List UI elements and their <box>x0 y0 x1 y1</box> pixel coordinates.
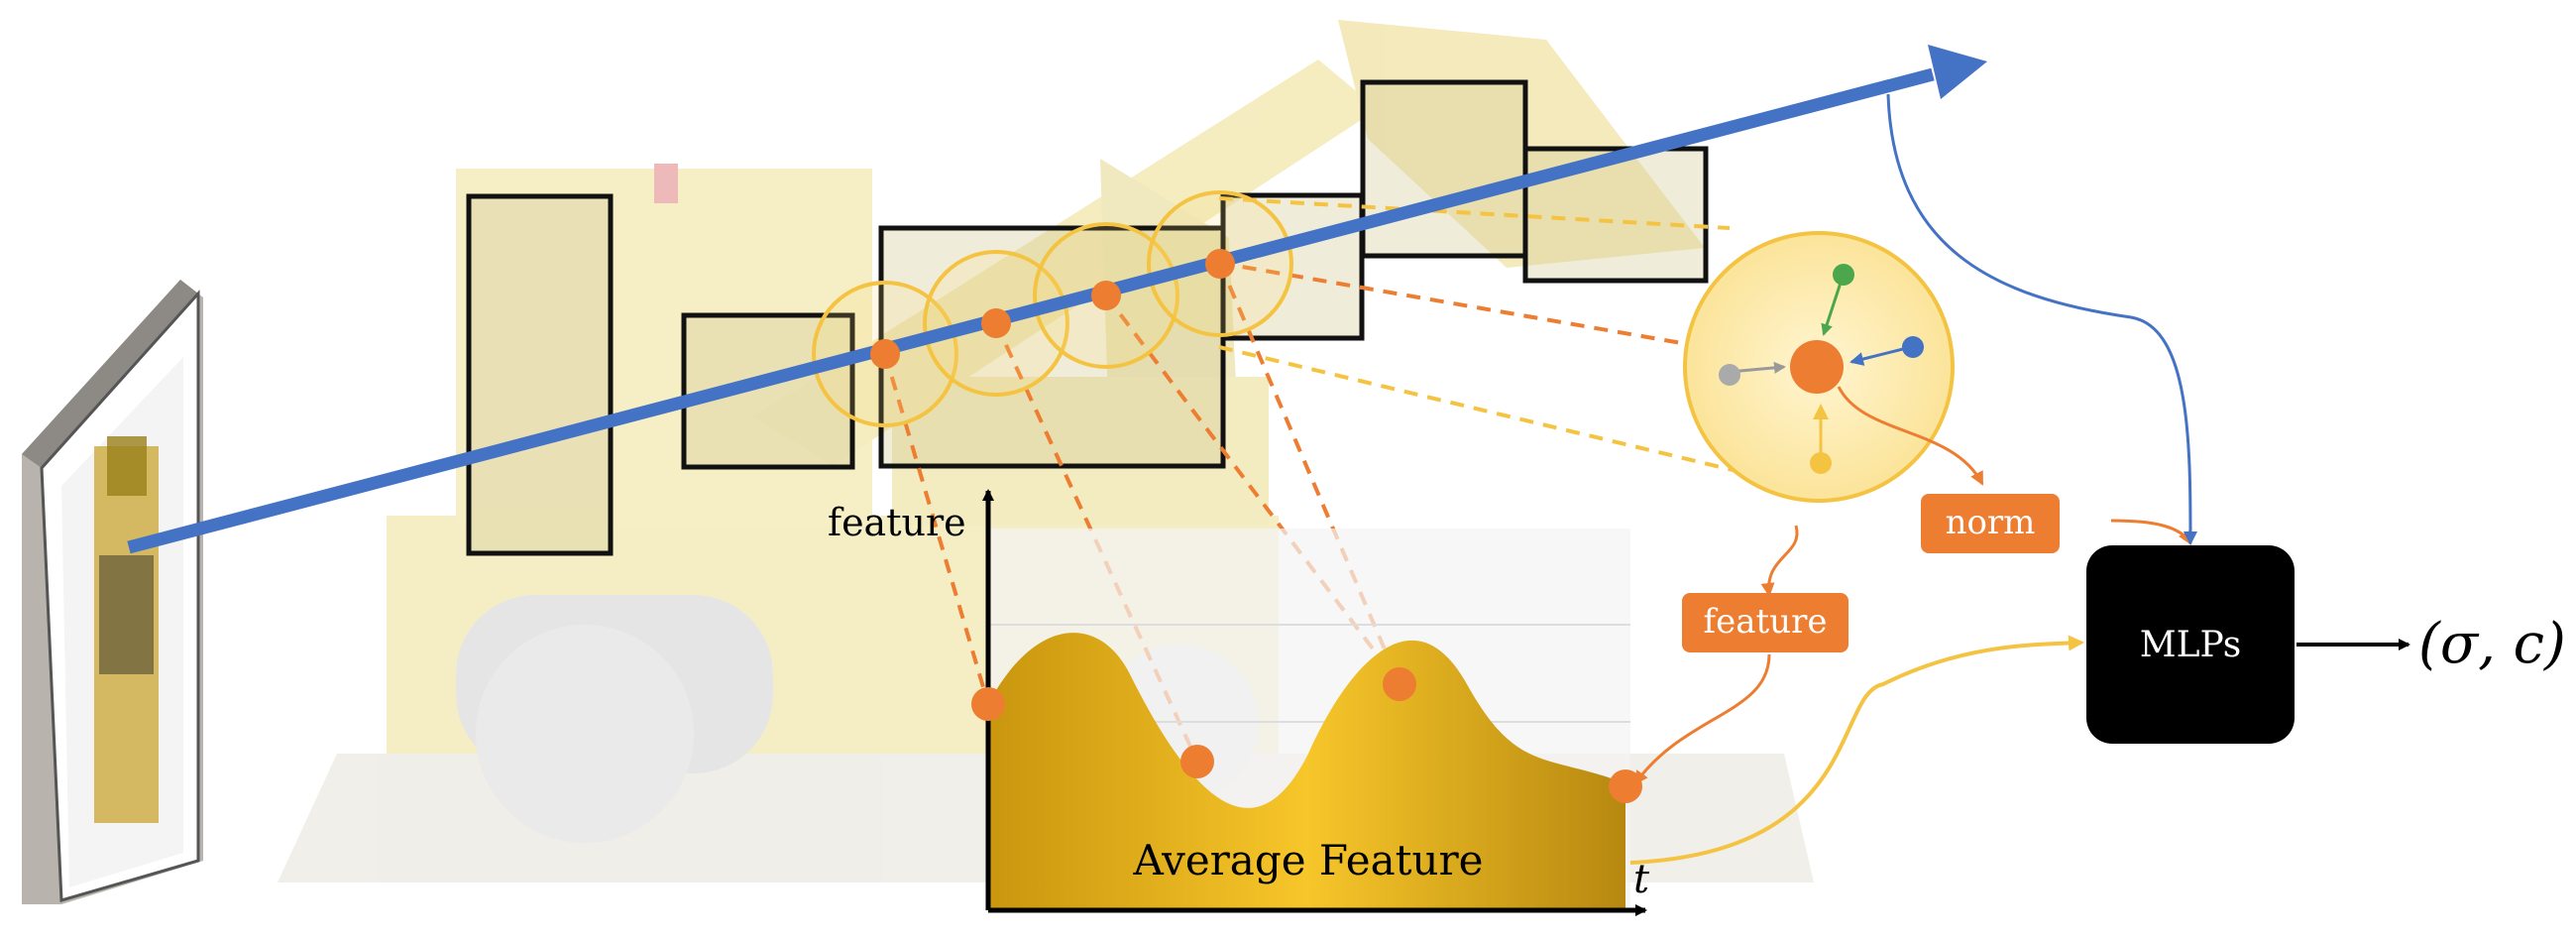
neighborhood-sphere <box>1683 231 1955 503</box>
neighbor-point-gray <box>1719 364 1740 386</box>
neighbor-point-blue <box>1902 336 1924 358</box>
curve-sample-point <box>971 687 1005 721</box>
sample-point <box>981 308 1011 338</box>
output-label: (σ, c) <box>2418 612 2566 676</box>
voxel-box <box>878 225 1226 469</box>
neighbor-point-green <box>1833 264 1854 286</box>
feature-curve-area <box>988 633 1625 910</box>
svg-text:feature: feature <box>1704 602 1828 642</box>
norm-tag: norm <box>1921 494 2060 553</box>
curve-sample-point <box>1180 745 1214 778</box>
center-point <box>1790 340 1844 394</box>
neighbor-point-yellow <box>1810 452 1832 474</box>
sample-point <box>1205 249 1235 279</box>
voxel-box <box>1522 146 1709 284</box>
curve-sample-point <box>1609 769 1642 803</box>
time-axis-label: t <box>1633 857 1650 902</box>
camera-frame-icon <box>22 280 203 904</box>
sample-point <box>1091 281 1121 310</box>
curve-sample-point <box>1383 667 1416 701</box>
mlp-box: MLPs <box>2086 545 2295 744</box>
feature-axis-label: feature <box>828 501 966 544</box>
voxel-box <box>466 193 614 556</box>
sample-point <box>870 339 900 369</box>
svg-text:MLPs: MLPs <box>2140 625 2242 665</box>
camera-ray <box>127 45 1987 554</box>
feature-tag: feature <box>1682 593 1848 652</box>
ray-arrowhead <box>1928 45 1987 99</box>
voxel-boxes <box>466 79 1709 556</box>
average-feature-label: Average Feature <box>1132 836 1483 884</box>
connectors <box>1629 93 2197 865</box>
feature-chart: feature t Average Feature <box>828 489 1650 916</box>
svg-text:norm: norm <box>1946 503 2036 542</box>
voxel-box <box>1360 79 1528 259</box>
projection-lines-yellow <box>1218 196 1750 476</box>
ray-sample-points <box>870 249 1235 369</box>
